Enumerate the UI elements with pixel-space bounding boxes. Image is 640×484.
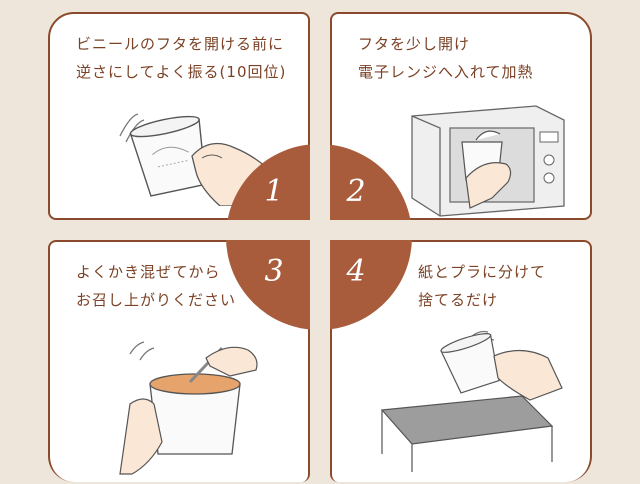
step-4-caption: 紙とプラに分けて 捨てるだけ [418,258,546,314]
step-4-line-1: 紙とプラに分けて [418,263,547,281]
step-4-number: 4 [346,254,366,289]
vertical-gap [310,10,330,480]
step-1-caption: ビニールのフタを開ける前に 逆さにしてよく振る(10回位) [76,30,286,86]
recycle-bin-illustration [380,330,563,472]
step-3-number: 3 [264,254,284,289]
step-2-number: 2 [346,174,366,209]
shake-cup-illustration [119,113,266,206]
step-1-line-1: ビニールのフタを開ける前に [76,35,285,53]
step-3-line-1: よくかき混ぜてから [76,263,221,281]
step-1-number: 1 [264,174,284,209]
step-2-line-1: フタを少し開け [358,35,471,53]
step-2-caption: フタを少し開け 電子レンジへ入れて加熱 [358,30,534,86]
step-1-line-2: 逆さにしてよく振る(10回位) [76,63,287,81]
stir-cup-illustration [119,341,258,475]
step-3-line-2: お召し上がりください [76,291,237,309]
horizontal-gap [40,220,600,240]
step-4-line-2: 捨てるだけ [418,291,499,309]
step-2-panel: フタを少し開け 電子レンジへ入れて加熱 [330,12,592,220]
step-number-quadrants [226,144,412,330]
microwave-illustration [411,105,565,217]
step-3-caption: よくかき混ぜてから お召し上がりください [76,258,236,314]
step-2-line-2: 電子レンジへ入れて加熱 [358,63,534,81]
step-1-panel: ビニールのフタを開ける前に 逆さにしてよく振る(10回位) [48,12,310,220]
